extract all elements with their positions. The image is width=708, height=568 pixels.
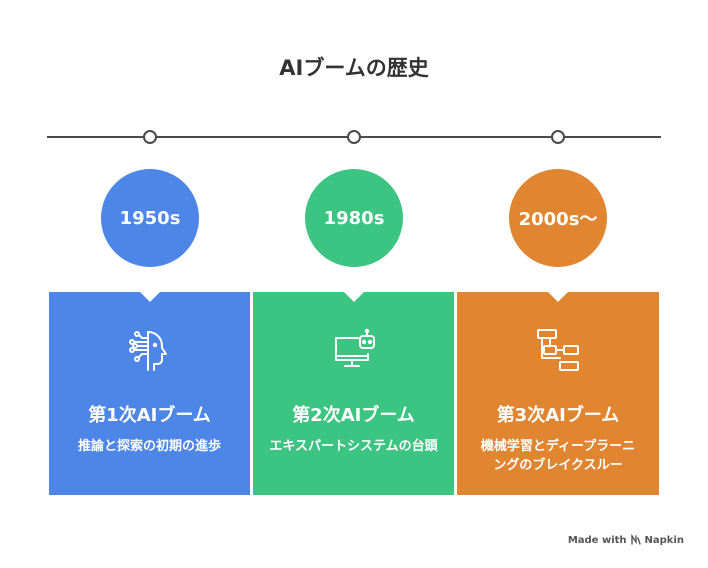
era-description: エキスパートシステムの台頭 [269,439,438,454]
page-title: AIブームの歴史 [279,56,429,80]
timeline-dot-1 [143,130,157,144]
timeline-dot-2 [347,130,361,144]
credit-prefix: Made with [567,534,627,546]
era-heading: 第1次AIブーム [88,405,211,426]
era-heading: 第2次AIブーム [292,405,415,426]
credit-brand: Napkin [644,534,684,546]
ai-head-icon [128,331,167,371]
era-year: 1950s [119,207,181,229]
computer-robot-icon [334,328,375,367]
era-description: 機械学習とディープラーニングのブレイクスルー [480,439,636,473]
panel-notch [547,291,569,302]
era-panel-3: 第3次AIブーム 機械学習とディープラーニングのブレイクスルー [457,291,659,495]
era-year: 1980s [323,207,385,229]
flowchart-icon [537,329,579,371]
era-year: 2000s〜 [518,209,598,230]
panel-notch [342,291,365,302]
era-panel-2: 第2次AIブーム エキスパートシステムの台頭 [253,291,454,495]
era-circle-1980s: 1980s [305,169,403,267]
era-circle-1950s: 1950s [101,169,199,267]
era-circle-2000s: 2000s〜 [509,169,607,267]
era-heading: 第3次AIブーム [496,405,620,426]
made-with-credit: Made with Napkin [568,534,684,546]
timeline-dot-3 [551,130,565,144]
era-panel-1: 第1次AIブーム 推論と探索の初期の進歩 [49,291,250,495]
napkin-logo-icon [630,534,641,545]
era-description: 推論と探索の初期の進歩 [77,439,221,454]
panel-notch [138,291,161,302]
